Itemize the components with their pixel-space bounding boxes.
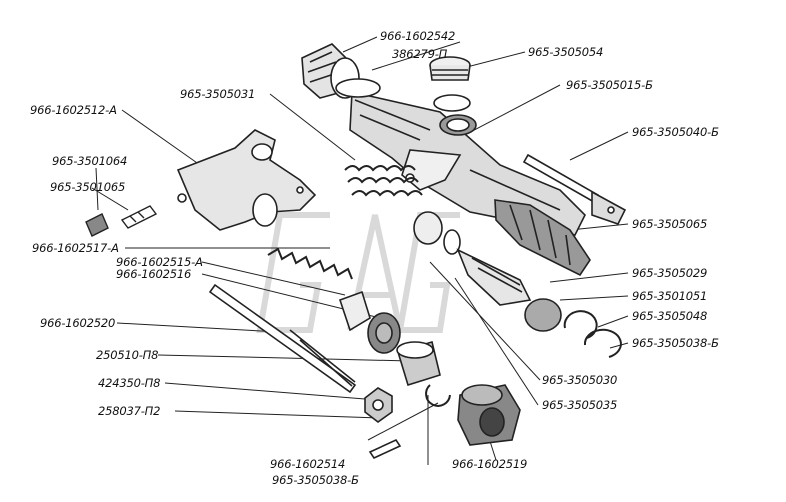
part-label-966-1602516: 966-1602516 <box>116 267 192 281</box>
part-label-965-3501064: 965-3501064 <box>52 154 128 168</box>
part-label-966-1602517-a: 966-1602517-А <box>32 241 119 255</box>
part-label-965-3501065: 965-3501065 <box>50 180 126 194</box>
small-fittings <box>85 205 158 237</box>
part-label-965-3505030: 965-3505030 <box>542 373 618 387</box>
end-plug-nut <box>301 43 381 99</box>
part-label-965-3505038-b-bottom: 965-3505038-Б <box>272 473 359 487</box>
part-label-966-1602519: 966-1602519 <box>452 457 528 471</box>
part-label-965-3505015-b: 965-3505015-Б <box>566 78 653 92</box>
part-label-386279-p: 386279-П <box>392 47 448 61</box>
valve-cone <box>338 290 401 354</box>
part-label-965-3505035: 965-3505035 <box>542 398 618 412</box>
spring-upper <box>344 165 423 197</box>
part-label-424350-p8: 424350-П8 <box>98 376 161 390</box>
piston-and-cups <box>413 211 562 332</box>
part-label-258037-p2: 258037-П2 <box>98 404 161 418</box>
part-label-965-3505054: 965-3505054 <box>528 45 604 59</box>
part-label-965-3505031: 965-3505031 <box>180 87 256 101</box>
dust-cap <box>457 384 521 446</box>
part-label-966-1602512-a: 966-1602512-А <box>30 103 117 117</box>
master-cylinder-body <box>349 91 586 236</box>
lower-spring <box>267 247 353 280</box>
part-label-965-3501051: 965-3501051 <box>632 289 708 303</box>
part-label-250510-p8: 250510-П8 <box>96 348 159 362</box>
part-label-966-1602542: 966-1602542 <box>380 29 456 43</box>
part-label-965-3505038-b-right: 965-3505038-Б <box>632 336 719 350</box>
reservoir-plug <box>429 56 477 136</box>
part-label-966-1602515-a: 966-1602515-А <box>116 255 203 269</box>
part-label-966-1602520: 966-1602520 <box>40 316 116 330</box>
rubber-boot <box>494 199 591 277</box>
leader-lines <box>91 36 629 465</box>
pushrod-yoke <box>522 153 627 225</box>
bushing-and-pin <box>368 340 441 460</box>
bracket <box>176 129 317 231</box>
part-label-965-3505040-b: 965-3505040-Б <box>632 125 719 139</box>
part-label-965-3505029: 965-3505029 <box>632 266 708 280</box>
pushrod-lower <box>208 283 393 423</box>
part-label-965-3505065: 965-3505065 <box>632 217 708 231</box>
part-label-966-1602514: 966-1602514 <box>270 457 346 471</box>
snap-rings <box>425 310 622 407</box>
part-label-965-3505048: 965-3505048 <box>632 309 708 323</box>
